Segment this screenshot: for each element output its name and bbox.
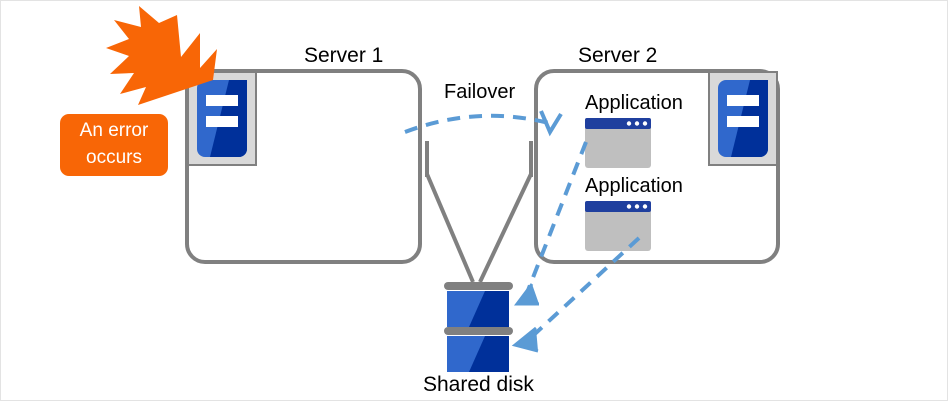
error-message-line-1: An error bbox=[79, 120, 149, 142]
application-2-to-disk-arrow bbox=[511, 236, 641, 353]
application-1-to-disk-arrow bbox=[514, 141, 588, 306]
server1-to-disk-connector bbox=[425, 173, 475, 283]
application-2-icon bbox=[585, 201, 651, 251]
server1-title: Server 1 bbox=[304, 44, 384, 67]
application-2-label: Application bbox=[585, 175, 683, 197]
application-1-label: Application bbox=[585, 92, 683, 114]
shared-disk-label: Shared disk bbox=[423, 373, 534, 396]
error-message-box: An error occurs bbox=[60, 114, 168, 176]
server2-title: Server 2 bbox=[578, 44, 658, 67]
server2-to-disk-connector bbox=[478, 173, 533, 283]
failover-arrow bbox=[404, 110, 563, 137]
server2-icon bbox=[708, 71, 778, 166]
shared-disk-icon bbox=[444, 282, 513, 372]
error-message-line-2: occurs bbox=[86, 147, 142, 168]
failover-label: Failover bbox=[444, 81, 516, 103]
server1-icon bbox=[187, 71, 257, 166]
application-1-icon bbox=[585, 118, 651, 168]
error-burst-icon bbox=[106, 6, 217, 105]
